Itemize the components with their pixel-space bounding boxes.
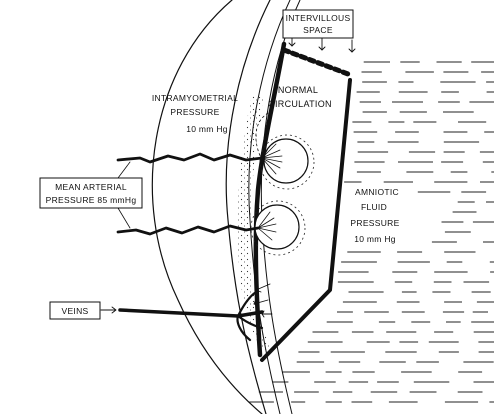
amniotic-label-line2: FLUID	[361, 202, 387, 212]
intramyometrial-label-line3: 10 mm Hg	[186, 124, 228, 134]
intervillous-outer-boundary	[260, 78, 352, 362]
uterine-vein-fork	[236, 290, 264, 342]
normal-circulation-line1: NORMAL	[278, 85, 318, 95]
pressure-arrows-wall	[253, 283, 271, 307]
intervillous-space-boundary	[253, 41, 287, 358]
normal-circulation-line2: CIRCULATION	[268, 99, 332, 109]
veins-box	[49, 301, 101, 320]
mean-arterial-pointer-lower	[117, 207, 131, 229]
intervillous-arrows	[288, 33, 356, 53]
amniotic-label-line3: PRESSURE	[350, 218, 399, 228]
intervillous-space-box	[282, 9, 354, 39]
spiral-artery-upper	[116, 152, 264, 164]
mean-arterial-pressure-box	[39, 177, 143, 209]
venous-return-arrows	[261, 310, 273, 318]
arterial-jet-upper	[261, 143, 283, 175]
intervillous-label-line2: SPACE	[303, 25, 333, 35]
amniotic-label-line4: 10 mm Hg	[354, 234, 396, 244]
villus-halo-lower	[250, 200, 306, 256]
amniotic-label-bg	[344, 184, 414, 246]
arterial-jet-lower	[257, 211, 277, 241]
mean-arterial-line2: PRESSURE 85 mmHg	[46, 195, 137, 205]
uterine-wall-outer-curve	[151, 0, 263, 414]
mean-arterial-line1: MEAN ARTERIAL	[55, 182, 127, 192]
amniotic-label-line1: AMNIOTIC	[355, 187, 399, 197]
villus-upper	[263, 138, 309, 184]
intervillous-label-line1: INTERVILLOUS	[286, 13, 351, 23]
villus-lower	[254, 204, 300, 250]
veins-pointer-arrow	[100, 306, 117, 314]
dashed-arc-upper	[255, 111, 271, 161]
mean-arterial-pointer-upper	[117, 161, 131, 179]
amniotic-fluid-lines	[249, 61, 494, 403]
spiral-artery-lower	[116, 224, 260, 236]
intramyometrial-label-line1: INTRAMYOMETRIAL	[152, 93, 238, 103]
veins-label: VEINS	[61, 306, 88, 316]
villus-halo-upper	[259, 134, 315, 190]
myometrium-inner-line-a	[225, 0, 271, 414]
intramyometrial-label-line2: PRESSURE	[170, 107, 219, 117]
chorionic-dashed-top	[281, 47, 351, 77]
